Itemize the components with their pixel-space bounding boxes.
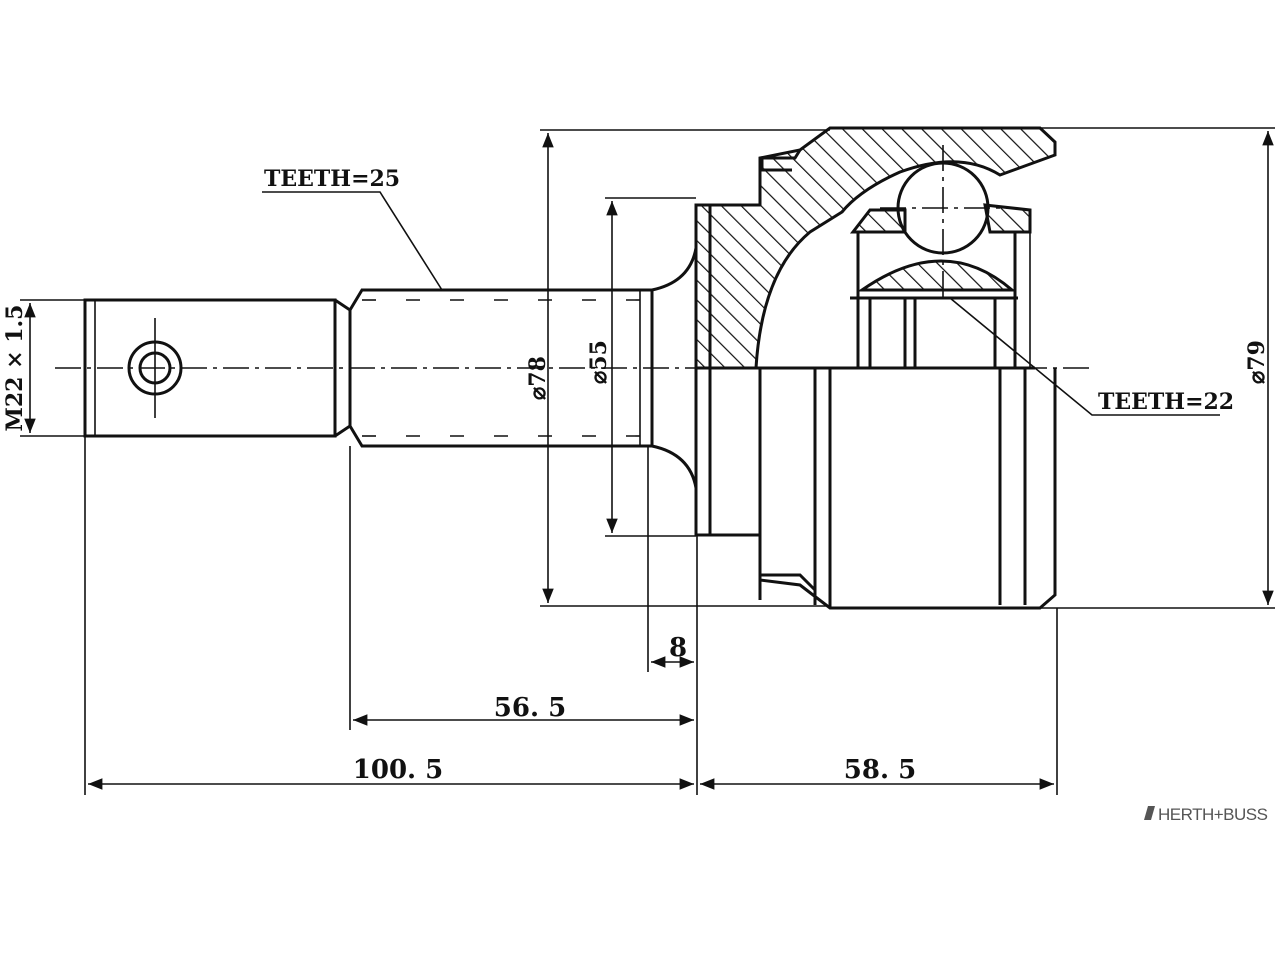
label-teeth-inner: TEETH=22	[1098, 389, 1234, 415]
label-len-58-5: 58. 5	[844, 755, 916, 785]
extension-lines	[20, 127, 1275, 795]
neck-fillet	[651, 205, 698, 292]
leader-teeth-inner	[949, 297, 1220, 416]
brand-logo-text: HERTH+BUSS	[1158, 805, 1268, 824]
brand-mark-icon	[1144, 806, 1155, 820]
bell-housing	[694, 126, 1057, 610]
inner-race	[849, 203, 1032, 368]
label-dia-55: ⌀55	[586, 340, 612, 384]
label-len-56-5: 56. 5	[494, 693, 566, 723]
splined-shaft	[348, 288, 654, 448]
label-dia-78: ⌀78	[525, 356, 551, 400]
label-len-100-5: 100. 5	[353, 755, 443, 785]
label-dia-79: ⌀79	[1244, 340, 1270, 384]
label-len-8: 8	[669, 633, 687, 663]
label-thread: M22 × 1.5	[2, 305, 28, 432]
brand-logo: HERTH+BUSS	[1144, 805, 1268, 824]
threaded-end	[83, 298, 352, 438]
label-teeth-outer: TEETH=25	[264, 166, 400, 192]
leader-teeth-outer	[262, 191, 443, 291]
dimension-lines	[24, 131, 1274, 790]
